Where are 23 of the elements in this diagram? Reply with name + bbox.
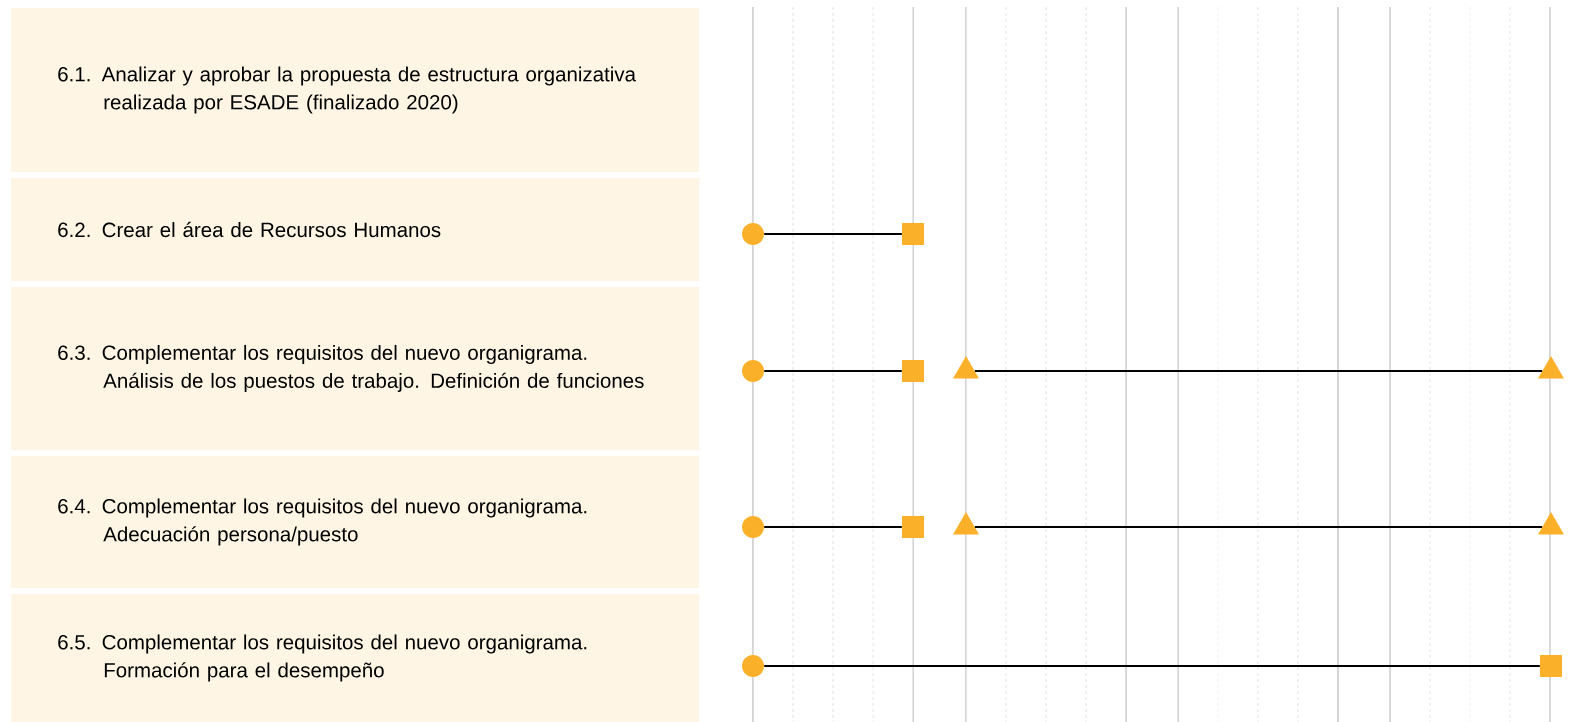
task-box: 6.1. Analizar y aprobar la propuesta de estructura organizativa realizada por ESADE (finalizado 2020) bbox=[11, 8, 700, 172]
task-box: 6.2. Crear el área de Recursos Humanos bbox=[11, 178, 700, 281]
timeline-bar bbox=[764, 369, 902, 373]
timeline-bar bbox=[764, 232, 902, 236]
milestone-triangle bbox=[1538, 512, 1564, 535]
start-dot bbox=[742, 360, 764, 382]
timeline-bar bbox=[974, 525, 1543, 529]
end-square bbox=[902, 516, 924, 538]
start-dot bbox=[742, 223, 764, 245]
start-dot bbox=[742, 516, 764, 538]
start-dot bbox=[742, 655, 764, 677]
task-box: 6.5. Complementar los requisitos del nuevo organigrama. Formación para el desempeño bbox=[11, 594, 700, 722]
milestone-triangle bbox=[1538, 356, 1564, 379]
milestone-triangle bbox=[953, 356, 979, 379]
end-square bbox=[902, 360, 924, 382]
timeline-bar bbox=[764, 525, 902, 529]
end-square bbox=[1540, 655, 1562, 677]
timeline-bar bbox=[764, 664, 1540, 668]
task-box: 6.4. Complementar los requisitos del nuevo organigrama. Adecuación persona/puesto bbox=[11, 456, 700, 588]
task-box: 6.3. Complementar los requisitos del nuevo organigrama. Análisis de los puestos de trabajo. Definición de funciones bbox=[11, 287, 700, 450]
milestone-triangle bbox=[953, 512, 979, 535]
end-square bbox=[902, 223, 924, 245]
timeline-bar bbox=[974, 369, 1543, 373]
